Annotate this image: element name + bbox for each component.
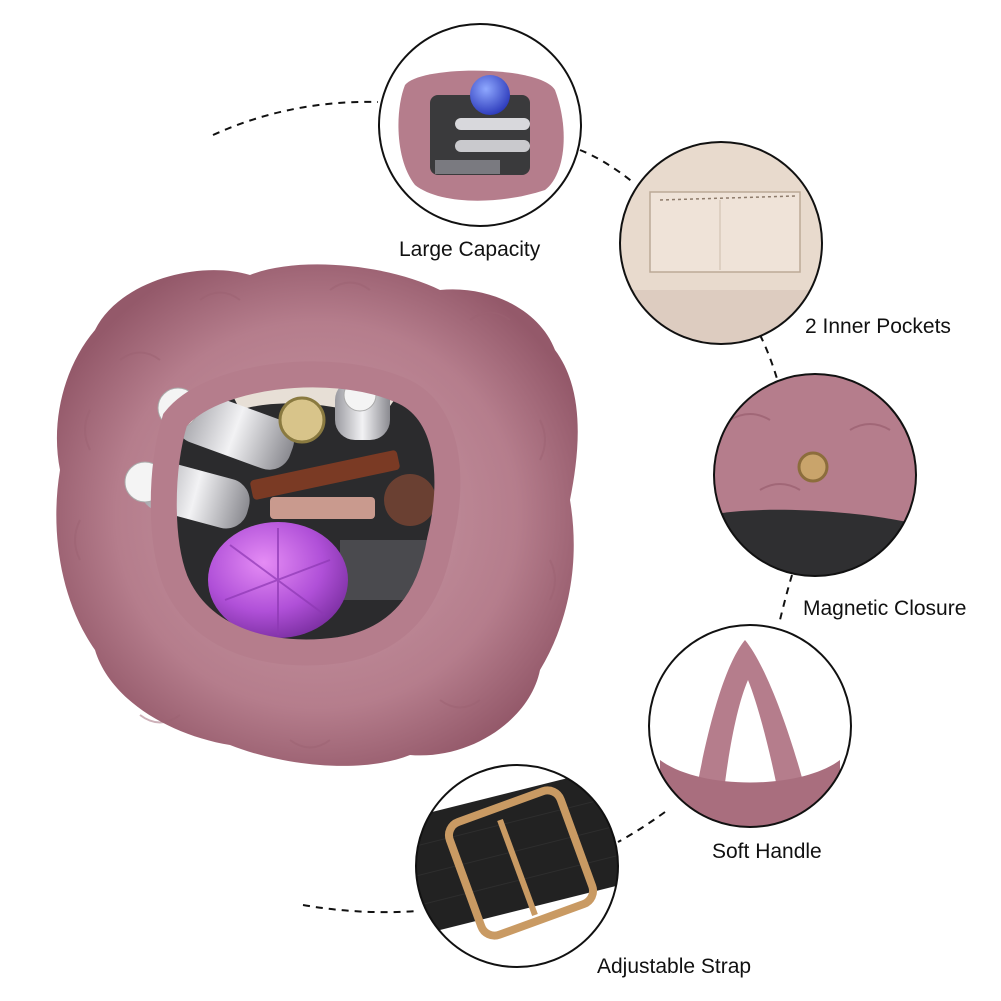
main-bag-image — [56, 264, 578, 766]
magnetic-closure-label: Magnetic Closure — [803, 597, 967, 620]
adjustable-strap-circle — [415, 764, 619, 968]
magnet-snap-icon — [797, 451, 829, 483]
inner-pockets-label: 2 Inner Pockets — [805, 315, 951, 338]
soft-handle-circle — [648, 624, 852, 828]
dashed-connectors — [212, 100, 793, 914]
large-capacity-circle — [378, 23, 582, 227]
inner-pockets-circle — [619, 141, 823, 345]
soft-handle-label: Soft Handle — [712, 840, 822, 863]
buckle-icon — [444, 786, 598, 940]
large-capacity-label: Large Capacity — [399, 238, 541, 261]
magnetic-closure-circle — [713, 373, 917, 577]
adjustable-strap-label: Adjustable Strap — [597, 955, 752, 978]
